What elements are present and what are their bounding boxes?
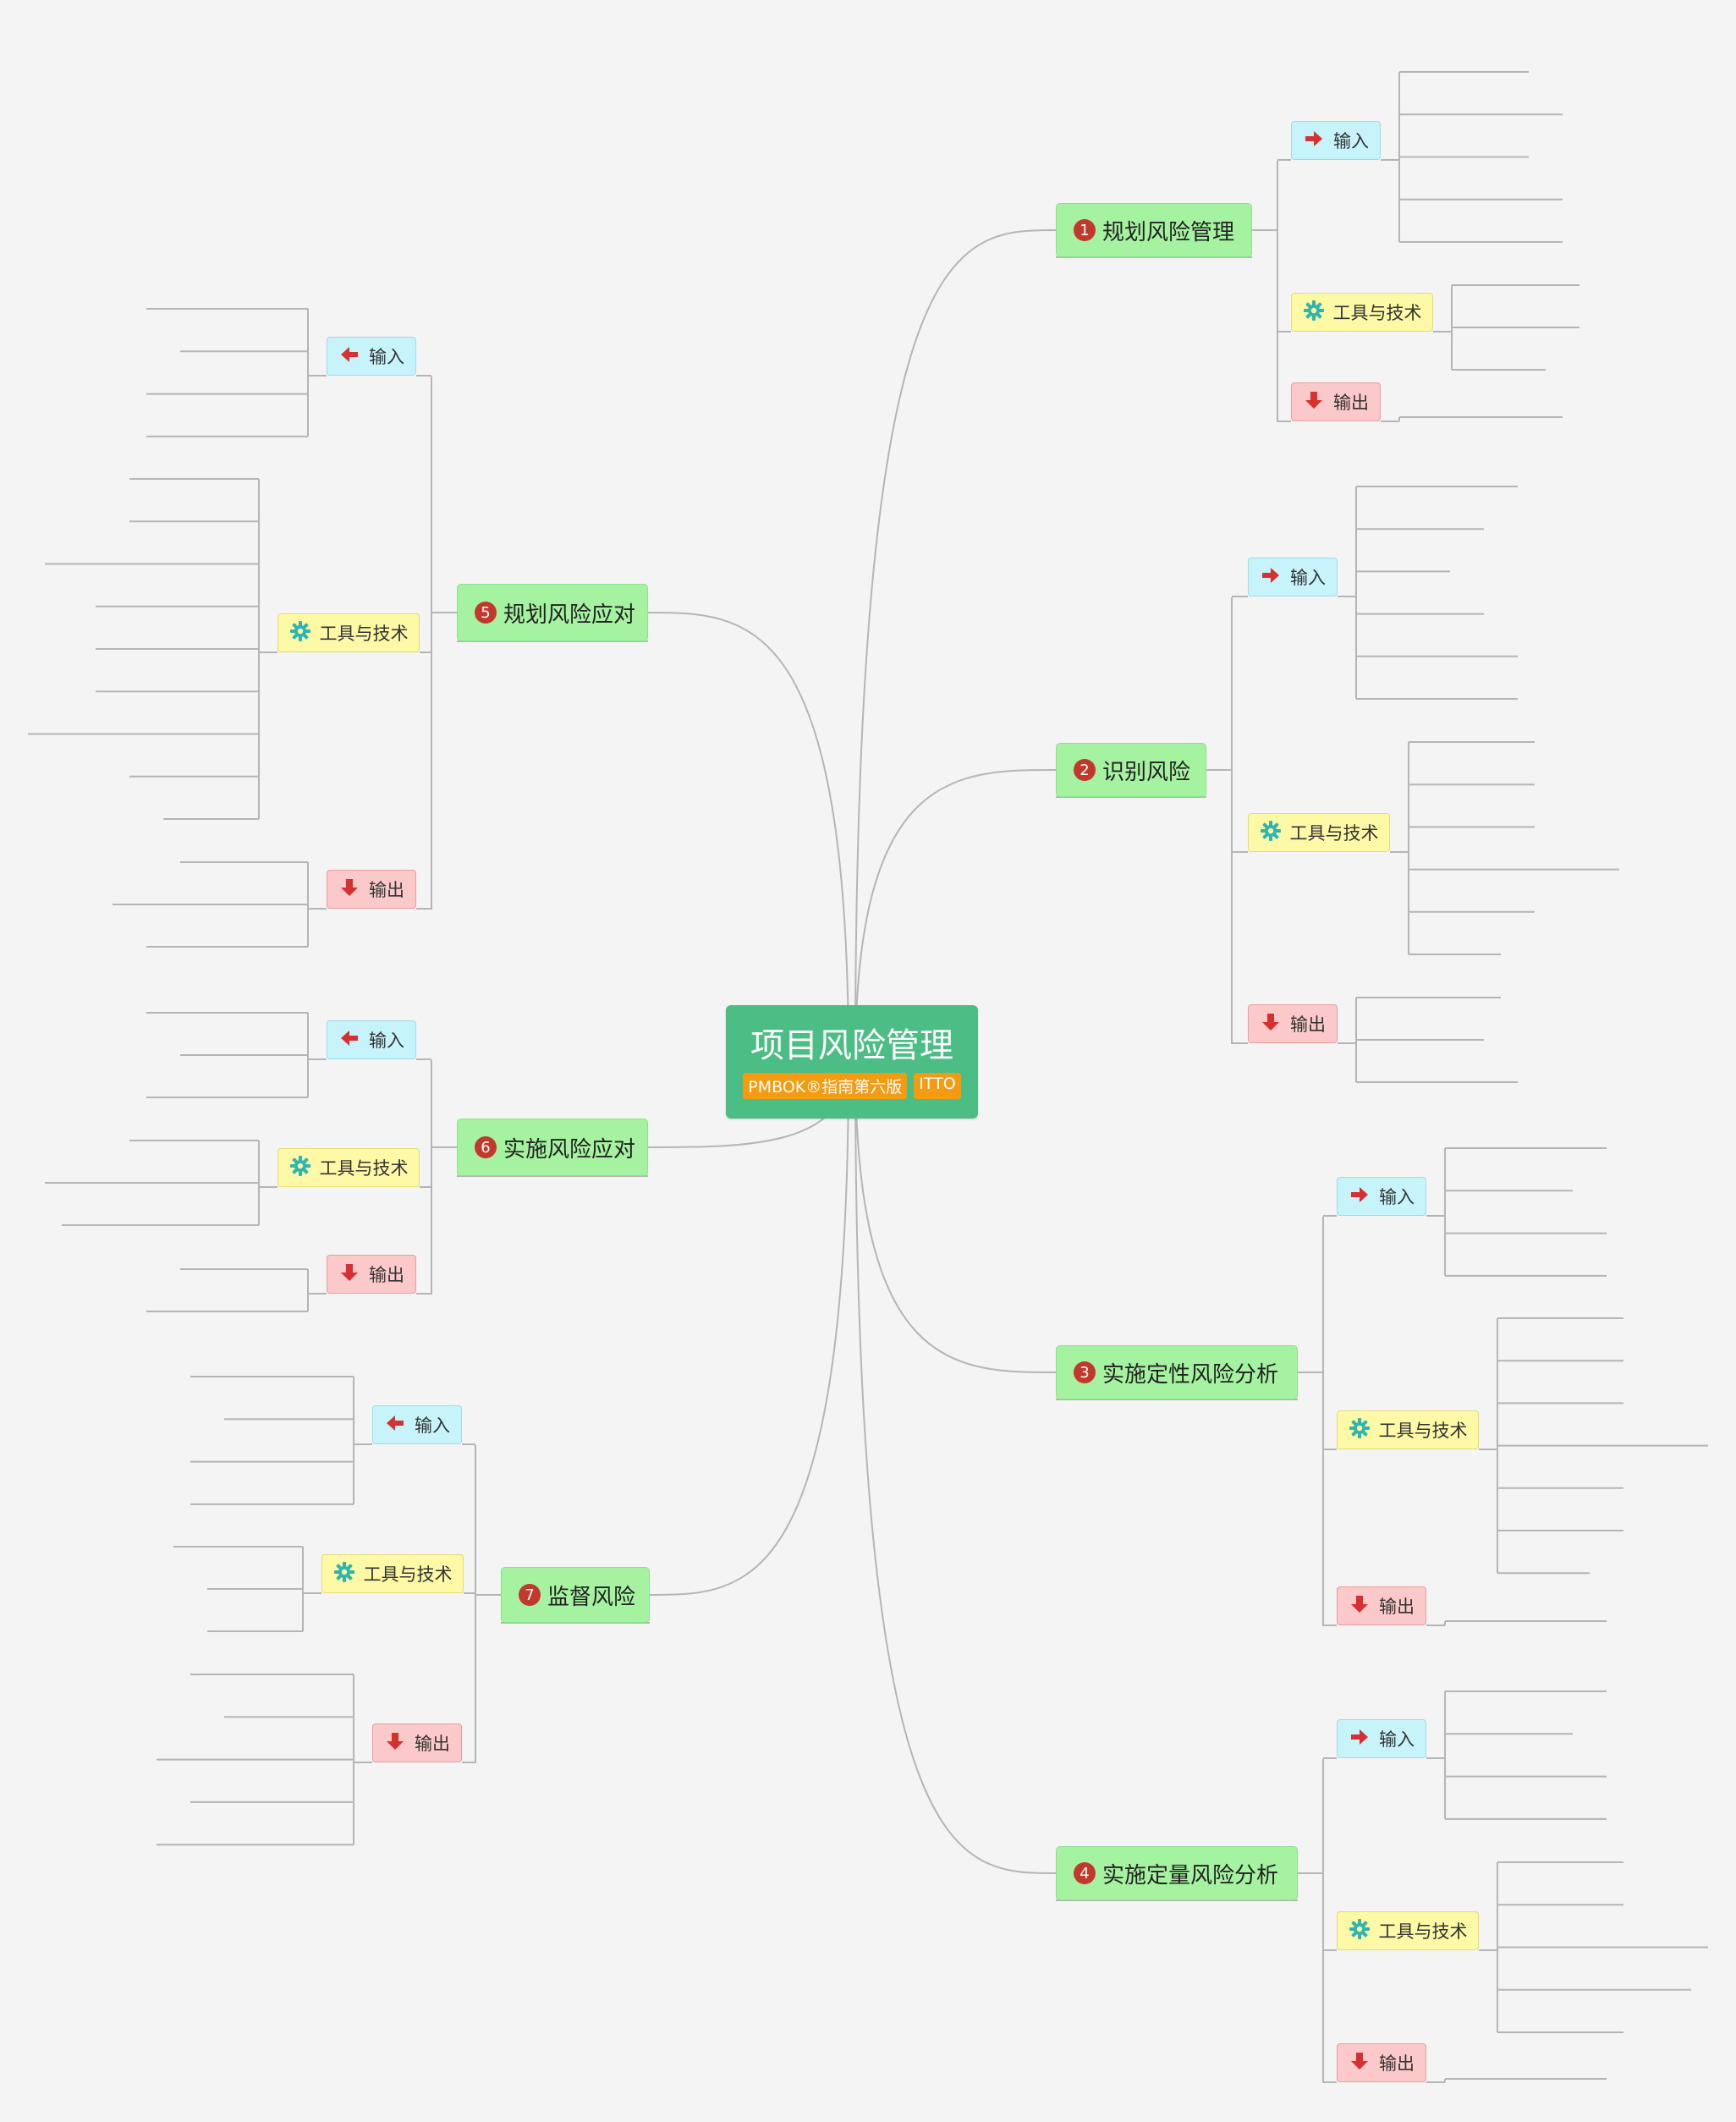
- process-label: 监督风险: [547, 1584, 636, 1610]
- process-2-output-category[interactable]: 输出: [1248, 1004, 1338, 1043]
- arrow-icon: [384, 1412, 406, 1438]
- process-1-tool-category[interactable]: 工具与技术: [1291, 293, 1433, 332]
- category-label: 输出: [1379, 2053, 1415, 2074]
- category-label: 工具与技术: [319, 1158, 409, 1179]
- process-number-badge: 2: [1074, 759, 1096, 781]
- gear-icon: [289, 1155, 311, 1181]
- process-4-input-category[interactable]: 输入: [1337, 1719, 1426, 1758]
- process-6-tool-category[interactable]: 工具与技术: [277, 1148, 420, 1187]
- central-topic[interactable]: 项目风险管理 PMBOK®指南第六版 ITTO: [726, 1005, 978, 1119]
- process-4-tool-category[interactable]: 工具与技术: [1337, 1911, 1479, 1950]
- central-topic-title: 项目风险管理: [750, 1025, 953, 1065]
- process-number-badge: 5: [475, 602, 497, 624]
- arrow-down-icon: [338, 877, 360, 903]
- process-label: 实施定量风险分析: [1102, 1862, 1279, 1888]
- process-7-tool-category[interactable]: 工具与技术: [321, 1554, 464, 1593]
- gear-icon: [1260, 820, 1282, 846]
- connector-line: [649, 1061, 849, 1596]
- arrow-down-icon: [384, 1730, 406, 1756]
- process-number-badge: 6: [475, 1136, 497, 1158]
- arrow-icon: [1349, 1726, 1371, 1752]
- process-label: 规划风险管理: [1102, 219, 1235, 245]
- arrow-icon: [338, 344, 360, 370]
- category-label: 输入: [369, 347, 404, 367]
- arrow-icon: [1260, 564, 1282, 591]
- gear-icon: [1349, 1417, 1371, 1443]
- process-label: 识别风险: [1102, 759, 1191, 785]
- process-6-input-category[interactable]: 输入: [327, 1020, 416, 1059]
- category-label: 输出: [1290, 1014, 1326, 1035]
- connector-line: [647, 612, 849, 1063]
- process-3[interactable]: 3 实施定性风险分析: [1056, 1345, 1298, 1399]
- category-label: 工具与技术: [1378, 1921, 1468, 1942]
- process-5[interactable]: 5 规划风险应对: [457, 584, 648, 641]
- central-topic-badges: PMBOK®指南第六版 ITTO: [743, 1072, 961, 1099]
- arrow-icon: [1303, 128, 1325, 154]
- category-label: 输入: [1379, 1729, 1415, 1750]
- connector-line: [854, 1061, 1057, 1874]
- process-7-input-category[interactable]: 输入: [372, 1405, 462, 1444]
- process-label: 实施风险应对: [503, 1136, 636, 1163]
- process-6[interactable]: 6 实施风险应对: [457, 1119, 648, 1176]
- process-3-tool-category[interactable]: 工具与技术: [1337, 1410, 1479, 1449]
- process-label: 规划风险应对: [503, 602, 636, 628]
- arrow-down-icon: [1349, 2050, 1371, 2076]
- process-number-badge: 1: [1074, 219, 1096, 241]
- category-label: 输出: [369, 1265, 404, 1285]
- arrow-icon: [1349, 1184, 1371, 1210]
- connector-line: [854, 1061, 1057, 1373]
- category-label: 输入: [1290, 568, 1326, 588]
- process-2[interactable]: 2 识别风险: [1056, 743, 1206, 797]
- arrow-down-icon: [1260, 1011, 1282, 1037]
- process-7-output-category[interactable]: 输出: [372, 1723, 462, 1762]
- process-5-output-category[interactable]: 输出: [327, 870, 416, 909]
- process-4[interactable]: 4 实施定量风险分析: [1056, 1846, 1298, 1900]
- process-1[interactable]: 1 规划风险管理: [1056, 203, 1252, 257]
- category-label: 输入: [415, 1416, 450, 1436]
- category-label: 输入: [1333, 131, 1369, 151]
- process-3-input-category[interactable]: 输入: [1337, 1177, 1426, 1216]
- process-1-input-category[interactable]: 输入: [1291, 121, 1381, 160]
- category-label: 输出: [415, 1734, 450, 1754]
- arrow-down-icon: [338, 1262, 360, 1288]
- category-label: 工具与技术: [319, 624, 409, 644]
- process-1-output-category[interactable]: 输出: [1291, 382, 1381, 421]
- category-label: 输入: [1379, 1187, 1415, 1207]
- process-6-output-category[interactable]: 输出: [327, 1255, 416, 1294]
- gear-icon: [1349, 1918, 1371, 1944]
- gear-icon: [333, 1561, 355, 1587]
- process-number-badge: 3: [1074, 1361, 1096, 1383]
- itto-badge: ITTO: [914, 1072, 961, 1099]
- category-label: 输出: [1379, 1597, 1415, 1617]
- category-label: 输入: [369, 1031, 404, 1051]
- gear-icon: [289, 620, 311, 646]
- process-4-output-category[interactable]: 输出: [1337, 2043, 1426, 2082]
- process-label: 实施定性风险分析: [1102, 1361, 1279, 1388]
- process-number-badge: 7: [519, 1584, 541, 1606]
- connector-line: [854, 229, 1057, 1063]
- process-2-tool-category[interactable]: 工具与技术: [1248, 813, 1390, 852]
- process-3-output-category[interactable]: 输出: [1337, 1586, 1426, 1625]
- category-label: 工具与技术: [1289, 823, 1379, 844]
- process-5-tool-category[interactable]: 工具与技术: [277, 613, 420, 652]
- category-label: 工具与技术: [1332, 303, 1422, 323]
- arrow-down-icon: [1349, 1593, 1371, 1619]
- process-7[interactable]: 7 监督风险: [501, 1567, 650, 1623]
- edition-badge: PMBOK®指南第六版: [743, 1072, 908, 1099]
- gear-icon: [1303, 300, 1325, 326]
- arrow-down-icon: [1303, 389, 1325, 415]
- category-label: 工具与技术: [1378, 1421, 1468, 1441]
- connector-line: [854, 769, 1057, 1063]
- category-label: 工具与技术: [363, 1564, 453, 1585]
- category-label: 输出: [1333, 393, 1369, 413]
- arrow-icon: [338, 1027, 360, 1053]
- process-5-input-category[interactable]: 输入: [327, 337, 416, 376]
- category-label: 输出: [369, 880, 404, 900]
- process-2-input-category[interactable]: 输入: [1248, 558, 1338, 596]
- process-number-badge: 4: [1074, 1862, 1096, 1884]
